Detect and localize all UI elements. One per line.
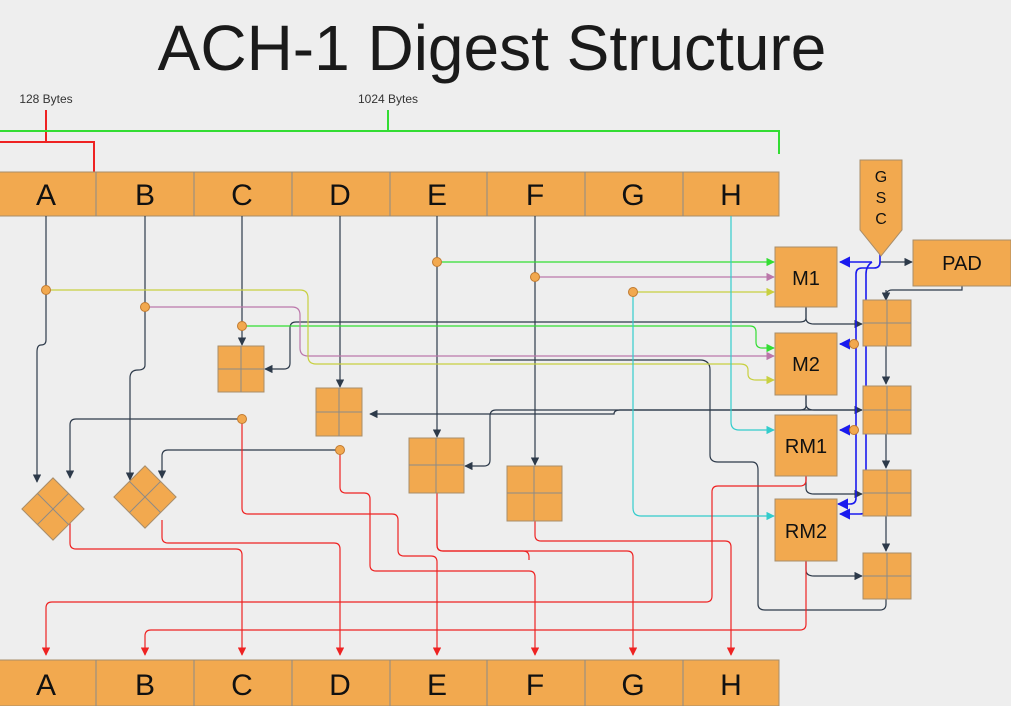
xor-box-c <box>217 345 265 393</box>
xor-box-f <box>506 465 563 522</box>
output-cell-c: C <box>231 669 253 702</box>
input-cell-a: A <box>36 179 56 212</box>
size-brackets: 128 Bytes 1024 Bytes <box>0 92 780 172</box>
mix-box-m1: M1 <box>774 246 838 308</box>
xor-box-right-2 <box>862 385 912 435</box>
mix-box-rm1: RM1 <box>774 414 838 477</box>
input-cell-h: H <box>720 179 742 212</box>
output-cell-d: D <box>329 669 351 702</box>
mix-box-m2: M2 <box>774 332 838 396</box>
input-cell-b: B <box>135 179 155 212</box>
mix-box-rm2-label: RM2 <box>785 521 827 543</box>
bracket-large <box>0 110 780 154</box>
gsc-letter-c: C <box>875 211 887 228</box>
output-cell-h: H <box>720 669 742 702</box>
mix-box-rm1-label: RM1 <box>785 436 827 458</box>
xor-box-right-4 <box>862 552 912 600</box>
gsc-block: G S C <box>859 159 903 257</box>
bracket-label-small: 128 Bytes <box>19 92 72 106</box>
output-row: A B C D E F G H <box>0 659 780 706</box>
diamond-b <box>113 465 177 529</box>
diamond-a <box>21 477 85 541</box>
bracket-label-large: 1024 Bytes <box>358 92 418 106</box>
output-cell-b: B <box>135 669 155 702</box>
pad-label: PAD <box>942 253 982 275</box>
xor-box-d <box>315 387 363 437</box>
input-cell-g: G <box>621 179 644 212</box>
output-cell-e: E <box>427 669 447 702</box>
input-cell-f: F <box>526 179 544 212</box>
input-cell-d: D <box>329 179 351 212</box>
mix-box-m1-label: M1 <box>792 268 820 290</box>
mix-box-rm2: RM2 <box>774 498 838 562</box>
output-cell-g: G <box>621 669 644 702</box>
input-cell-c: C <box>231 179 253 212</box>
wires <box>32 216 963 656</box>
page-title: ACH-1 Digest Structure <box>158 12 827 84</box>
gsc-letter-g: G <box>875 169 887 186</box>
xor-box-e <box>408 437 465 494</box>
gsc-letter-s: S <box>876 190 887 207</box>
pad-block: PAD <box>912 239 1011 287</box>
input-cell-e: E <box>427 179 447 212</box>
input-row: A B C D E F G H <box>0 171 780 217</box>
output-cell-f: F <box>526 669 544 702</box>
xor-box-right-1 <box>862 299 912 347</box>
mix-box-m2-label: M2 <box>792 354 820 376</box>
bracket-small <box>0 110 95 172</box>
output-cell-a: A <box>36 669 56 702</box>
xor-box-right-3 <box>862 469 912 517</box>
